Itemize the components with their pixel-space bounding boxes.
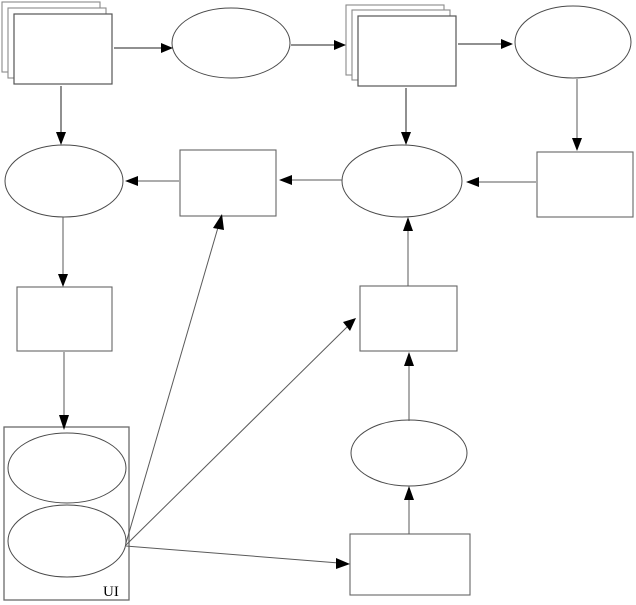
edge-n10-to-n7 — [403, 217, 413, 286]
node-ellipse-n14[interactable] — [7, 504, 127, 578]
node-ellipse-n13[interactable] — [7, 432, 127, 504]
edge-n8-to-n7 — [466, 177, 536, 187]
edge-n14-to-n6 — [125, 214, 224, 544]
node-rectangle-n10[interactable] — [359, 285, 458, 352]
edge-n4-to-n8 — [572, 79, 582, 151]
node-ellipse-n2[interactable] — [171, 7, 291, 79]
node-ellipse-n5[interactable] — [4, 144, 124, 218]
edge-n2-to-n3 — [291, 40, 346, 50]
edge-n1-to-n2 — [114, 43, 173, 53]
edge-n14-to-n12 — [125, 545, 350, 569]
node-stacked-rectangle-n1[interactable] — [1, 1, 113, 85]
edge-n11-to-n10 — [404, 352, 414, 421]
node-ellipse-n7[interactable] — [341, 144, 463, 218]
group-ui-container[interactable]: UI — [3, 426, 130, 601]
node-ellipse-n4[interactable] — [514, 5, 632, 79]
node-stacked-rectangle-n3[interactable] — [345, 4, 457, 87]
edge-n14-to-n10 — [125, 318, 356, 546]
node-rectangle-n12[interactable] — [349, 533, 471, 596]
node-ellipse-n11[interactable] — [350, 419, 468, 487]
edge-n6-to-n5 — [125, 176, 179, 186]
edge-n9-to-n13 — [59, 352, 69, 430]
edge-n12-to-n11 — [404, 486, 414, 534]
node-rectangle-n9[interactable] — [16, 286, 113, 352]
edge-n3-to-n4 — [458, 39, 513, 49]
edge-n1-to-n5 — [56, 86, 66, 145]
node-rectangle-n8[interactable] — [536, 151, 634, 218]
edge-n7-to-n6 — [279, 175, 342, 185]
edge-n3-to-n7 — [401, 88, 411, 145]
group-label-ui: UI — [103, 584, 119, 600]
node-rectangle-n6[interactable] — [179, 149, 277, 217]
edge-n5-to-n9 — [58, 217, 68, 287]
